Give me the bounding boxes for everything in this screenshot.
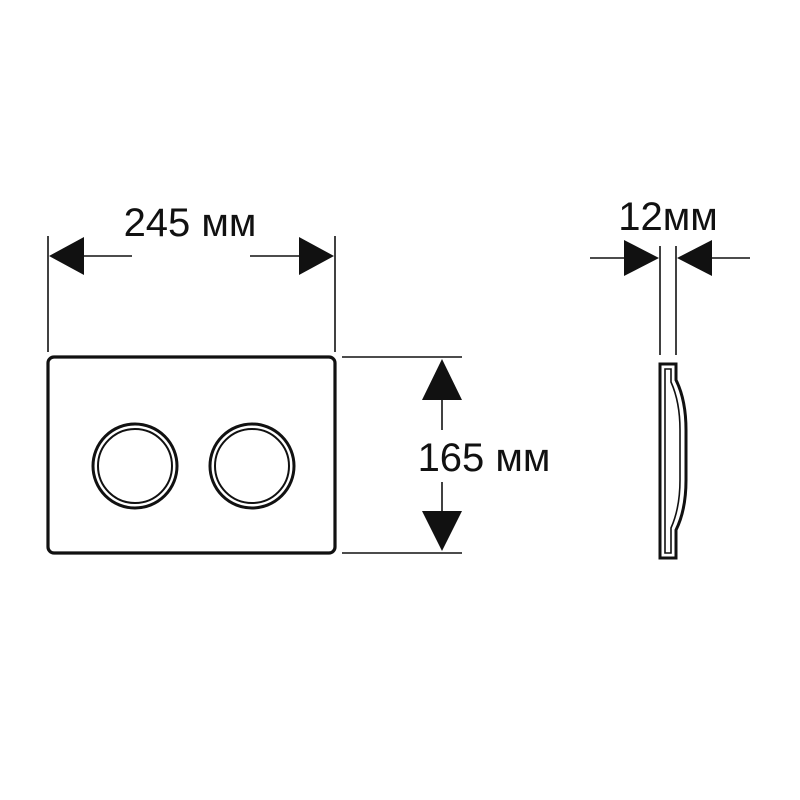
depth-arrow-right-icon	[624, 240, 659, 276]
height-arrow-up-icon	[422, 359, 462, 400]
flush-plate-outline	[46, 355, 337, 555]
width-dimension: 245 мм	[47, 201, 336, 352]
front-view	[46, 355, 337, 555]
small-flush-button	[208, 422, 296, 510]
depth-arrow-left-icon	[677, 240, 712, 276]
large-flush-button-inner-ring	[97, 428, 173, 504]
small-flush-button-inner-ring	[214, 428, 290, 504]
side-profile-outer	[658, 362, 688, 560]
side-view	[658, 362, 688, 560]
large-flush-button-outer-ring	[91, 422, 179, 510]
width-arrow-left-icon	[49, 237, 84, 275]
height-dimension: 165 мм	[342, 356, 551, 554]
width-arrow-right-icon	[299, 237, 334, 275]
large-flush-button	[91, 422, 179, 510]
depth-label: 12мм	[618, 195, 718, 239]
side-profile-inner	[664, 368, 681, 554]
height-label: 165 мм	[418, 436, 551, 480]
small-flush-button-outer-ring	[208, 422, 296, 510]
width-label: 245 мм	[124, 201, 257, 245]
height-arrow-down-icon	[422, 511, 462, 551]
depth-dimension: 12мм	[590, 195, 750, 355]
